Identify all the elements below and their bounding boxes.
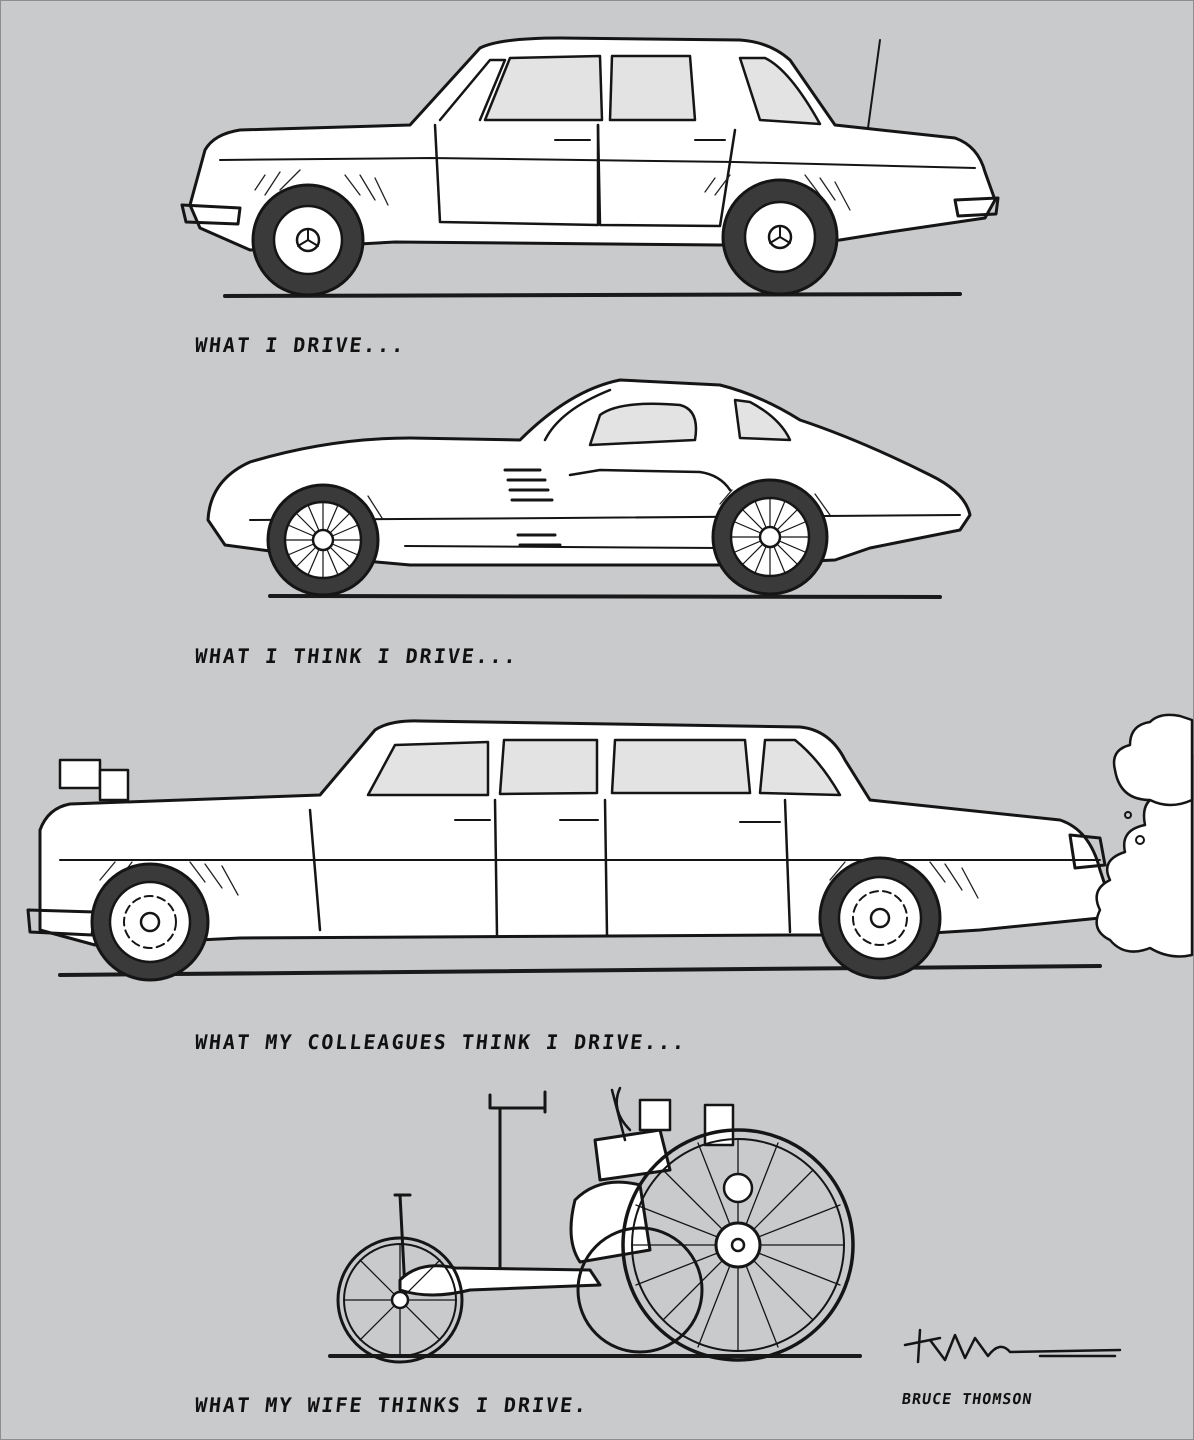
caption-wife-thinks: WHAT MY WIFE THINKS I DRIVE. [193, 1393, 590, 1417]
caption-colleagues-think: WHAT MY COLLEAGUES THINK I DRIVE... [193, 1030, 688, 1054]
artist-signature-icon [903, 1328, 1122, 1364]
caption-what-i-think-i-drive: WHAT I THINK I DRIVE... [193, 644, 520, 668]
limousine-icon [26, 713, 1194, 982]
artist-name: BRUCE THOMSON [900, 1390, 1034, 1408]
sedan-car-icon [180, 36, 1000, 298]
antique-motorwagen-icon [328, 1086, 862, 1364]
caption-what-i-drive: WHAT I DRIVE... [193, 333, 407, 357]
sports-coupe-icon [206, 378, 972, 599]
